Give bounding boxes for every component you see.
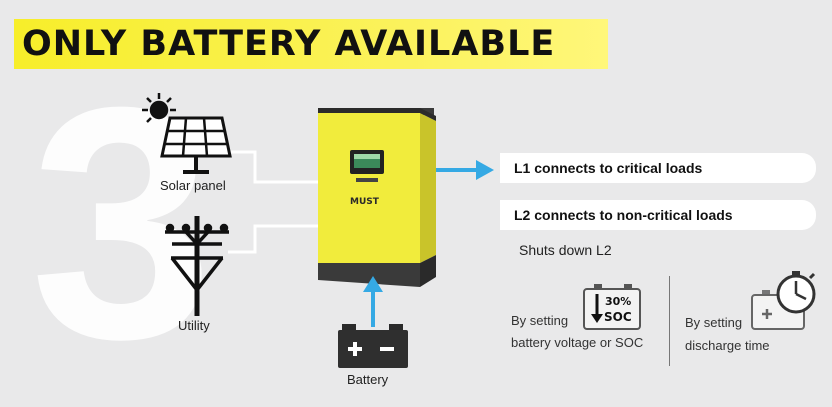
soc-option-line1: By setting bbox=[511, 313, 569, 328]
soc-badge-top: 30% bbox=[605, 295, 631, 308]
soc-badge-bottom: SOC bbox=[604, 310, 632, 324]
title-banner bbox=[14, 19, 608, 69]
battery-label: Battery bbox=[347, 372, 389, 387]
soc-battery-icon: 30% SOC bbox=[583, 284, 641, 330]
time-option-line1: By setting bbox=[685, 315, 743, 330]
solar-panel-label: Solar panel bbox=[160, 178, 226, 193]
load-l1-label: L1 connects to critical loads bbox=[514, 160, 703, 176]
load-l2-box: L2 connects to non-critical loads bbox=[500, 200, 816, 230]
battery-icon bbox=[338, 324, 408, 368]
hybrid-inverter-icon: MUST bbox=[318, 108, 436, 287]
sun-icon bbox=[142, 93, 176, 123]
stopwatch-icon bbox=[776, 271, 816, 314]
load-l1-box: L1 connects to critical loads bbox=[500, 153, 816, 183]
utility-pole-icon bbox=[165, 216, 229, 316]
options-divider bbox=[669, 276, 670, 366]
mode-number: 3 bbox=[30, 38, 214, 407]
page-title: ONLY BATTERY AVAILABLE bbox=[22, 24, 556, 64]
solar-panel-icon bbox=[142, 93, 232, 174]
timer-battery-icon bbox=[751, 271, 816, 330]
utility-label: Utility bbox=[178, 318, 210, 333]
flow-arrows bbox=[363, 160, 494, 327]
load-l2-label: L2 connects to non-critical loads bbox=[514, 207, 733, 223]
l2-status-text: Shuts down L2 bbox=[519, 242, 612, 258]
soc-option-line2: battery voltage or SOC bbox=[511, 335, 644, 350]
time-option-line2: discharge time bbox=[685, 338, 770, 353]
inverter-brand: MUST bbox=[350, 197, 380, 207]
wiring bbox=[228, 150, 318, 254]
